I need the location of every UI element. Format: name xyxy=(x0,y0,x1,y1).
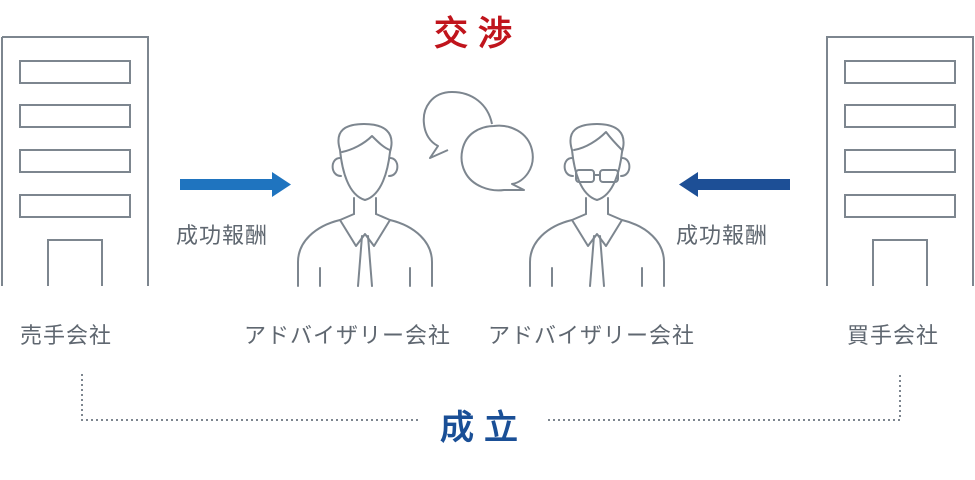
success-dotted-bracket xyxy=(81,374,901,421)
fee-label-right: 成功報酬 xyxy=(676,224,769,249)
seller-label: 売手会社 xyxy=(20,324,113,349)
buyer-building-icon xyxy=(826,36,974,286)
speech-bubble-back-icon xyxy=(422,91,493,159)
advisor-right-label: アドバイザリー会社 xyxy=(488,324,696,349)
arrow-left-icon xyxy=(679,172,790,197)
fee-label-left: 成功報酬 xyxy=(176,224,269,249)
success-title: 成立 xyxy=(440,408,528,448)
negotiation-title: 交渉 xyxy=(434,14,522,54)
advisor-left-label: アドバイザリー会社 xyxy=(244,324,452,349)
arrow-right-icon xyxy=(180,172,291,197)
advisor-right-person-icon xyxy=(529,123,665,287)
seller-building-icon xyxy=(1,36,149,286)
speech-bubble-front-icon xyxy=(460,124,534,192)
buyer-label: 買手会社 xyxy=(847,324,940,349)
advisor-left-person-icon xyxy=(297,123,433,287)
